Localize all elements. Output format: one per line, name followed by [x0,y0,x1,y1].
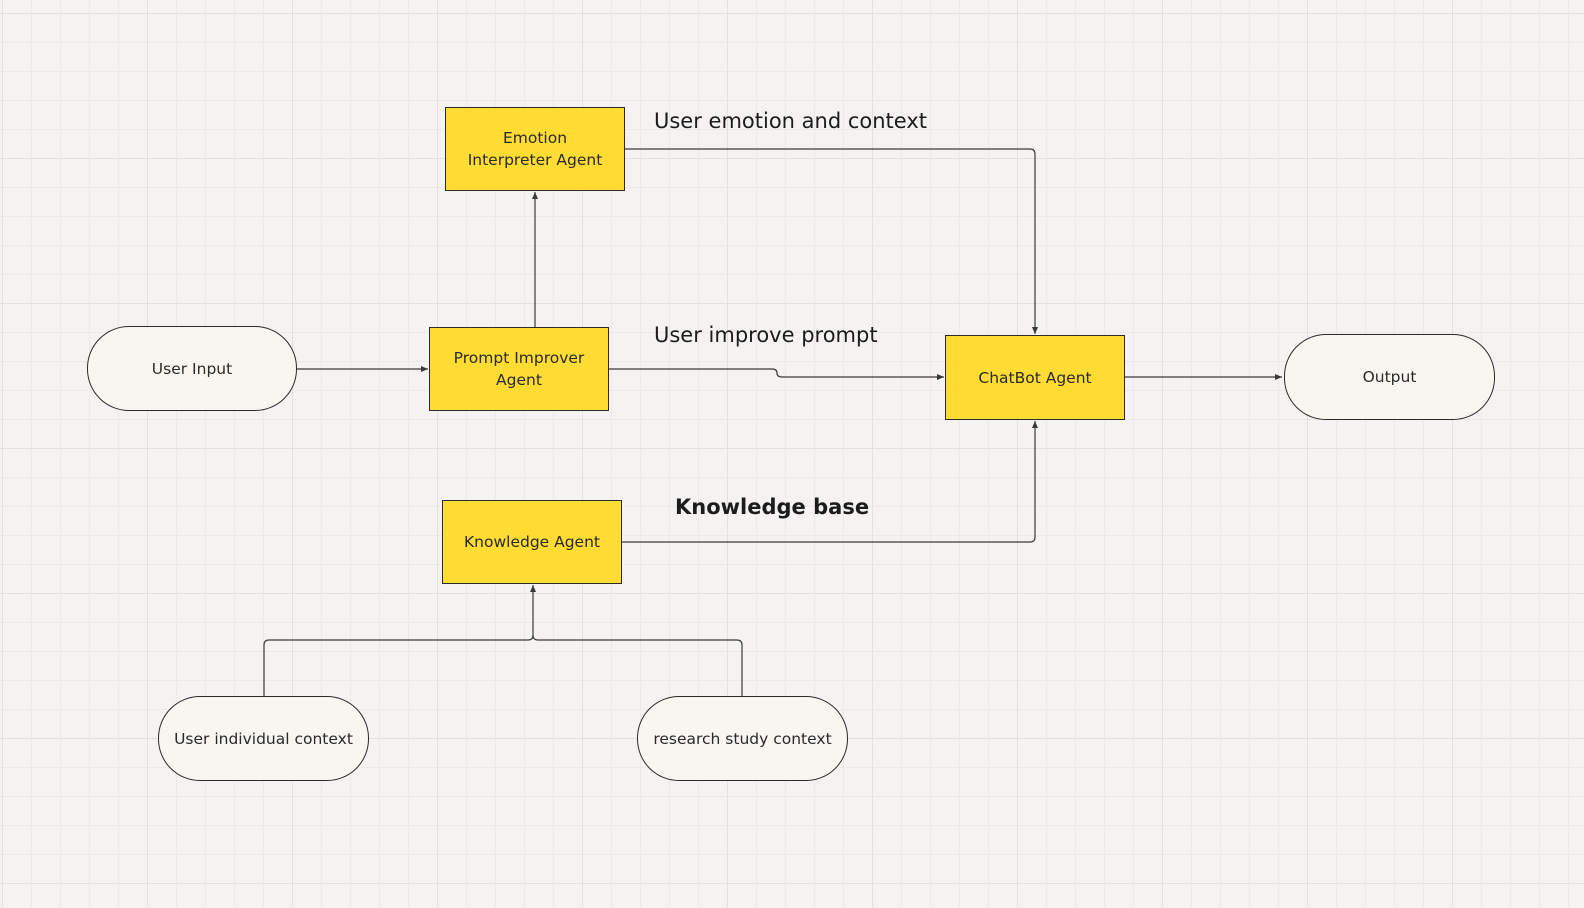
chatbot-agent-node[interactable]: ChatBot Agent [945,335,1125,420]
user-individual-context-node[interactable]: User individual context [158,696,369,781]
output-node[interactable]: Output [1284,334,1495,420]
chatbot-agent-label: ChatBot Agent [978,368,1092,387]
user-input-label: User Input [151,359,233,378]
edge-label-user-improve-prompt: User improve prompt [654,323,878,347]
user-individual-context-label: User individual context [174,729,353,748]
edge-knowledge-to-chatbot [622,421,1038,543]
edge-research-context-to-knowledge [532,634,743,696]
emotion-interpreter-agent-node[interactable]: Emotion Interpreter Agent [445,107,625,191]
edge-label-user-emotion: User emotion and context [654,109,927,133]
prompt-improver-agent-node[interactable]: Prompt Improver Agent [429,327,609,411]
knowledge-agent-node[interactable]: Knowledge Agent [442,500,622,584]
user-input-node[interactable]: User Input [87,326,297,411]
edge-prompt-improver-to-chatbot [608,368,944,380]
edge-label-knowledge-base: Knowledge base [675,495,870,519]
emotion-interpreter-agent-label: Emotion Interpreter Agent [467,129,603,169]
prompt-improver-agent-label: Prompt Improver Agent [453,349,585,389]
edge-emotion-to-chatbot [625,148,1038,334]
research-study-context-node[interactable]: research study context [637,696,848,781]
edge-user-context-to-knowledge [263,585,536,696]
output-label: Output [1362,368,1417,386]
research-study-context-label: research study context [653,729,832,748]
knowledge-agent-label: Knowledge Agent [463,533,600,551]
